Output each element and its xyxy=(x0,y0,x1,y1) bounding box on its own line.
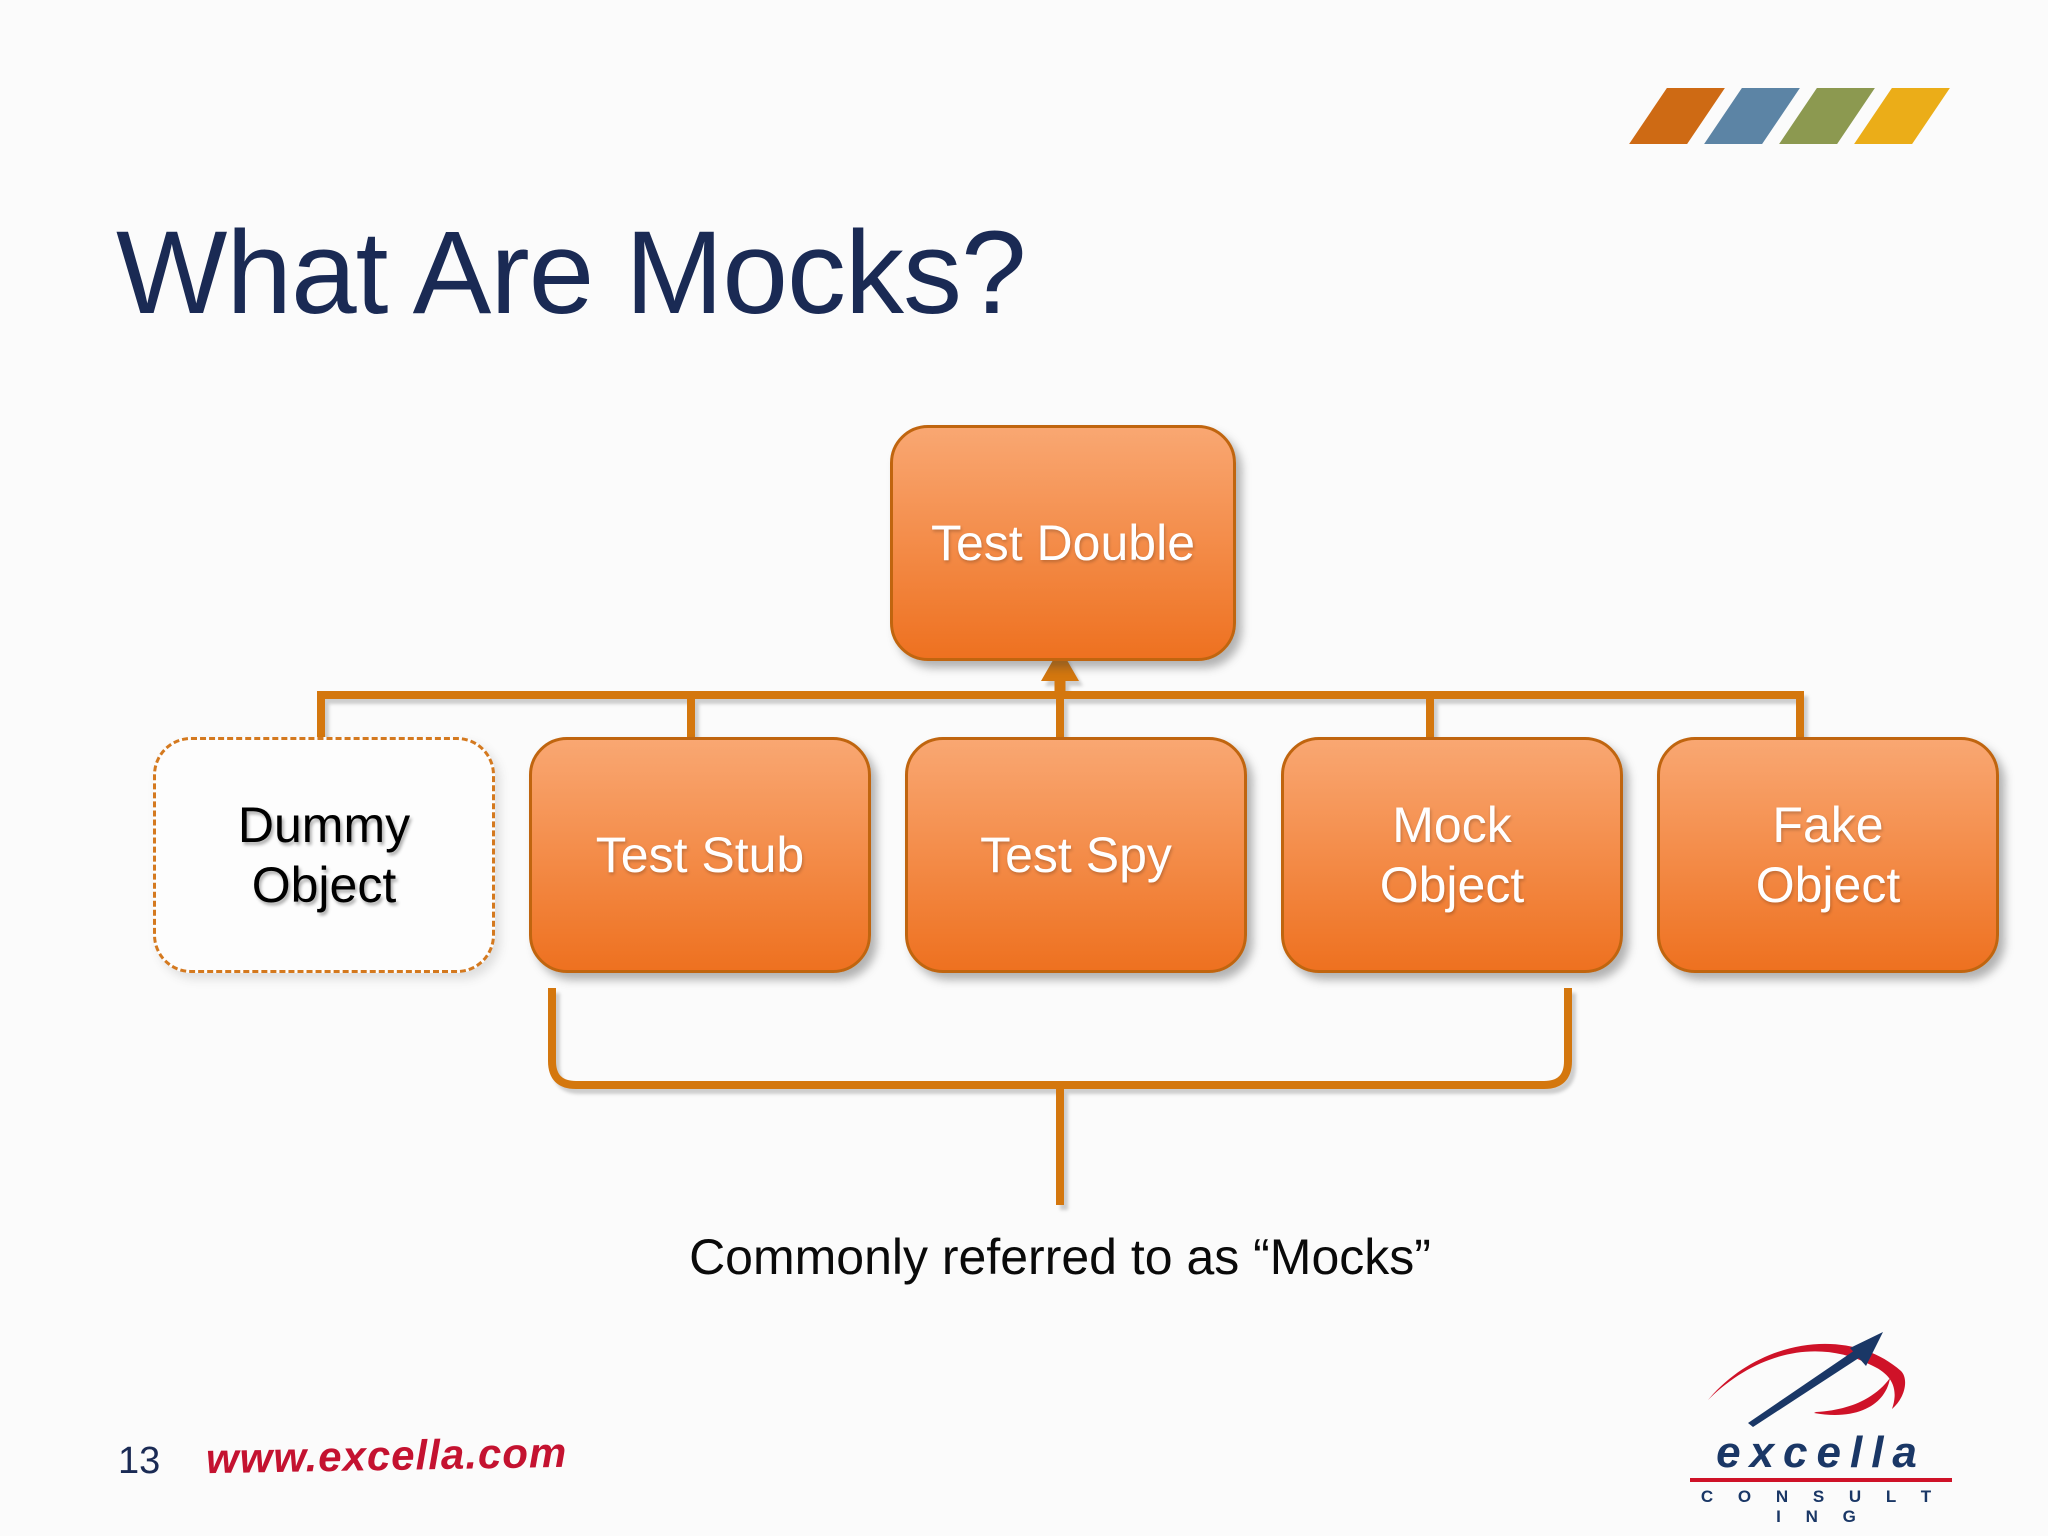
website-link[interactable]: www.excella.com xyxy=(205,1428,568,1483)
brand-stripes xyxy=(1629,88,1968,144)
node-label: Dummy Object xyxy=(237,797,411,913)
logo-wordmark: excella xyxy=(1716,1428,1926,1477)
page-number: 13 xyxy=(118,1440,161,1482)
logo-divider xyxy=(1690,1478,1952,1482)
node-test-double: Test Double xyxy=(890,425,1236,661)
node-label: Test Stub xyxy=(595,827,805,883)
excella-logo: excella C O N S U L T I N G xyxy=(1688,1326,1954,1527)
logo-subtext: C O N S U L T I N G xyxy=(1700,1487,1942,1526)
node-label: Fake Object xyxy=(1755,797,1901,913)
node-test-stub: Test Stub xyxy=(529,737,871,973)
page-title: What Are Mocks? xyxy=(116,207,1027,339)
node-dummy-object: Dummy Object xyxy=(153,737,495,973)
drop-lines xyxy=(687,695,1434,737)
node-mock-object: Mock Object xyxy=(1281,737,1623,973)
logo-swoosh-arrow xyxy=(1708,1332,1906,1427)
node-label: Test Spy xyxy=(980,827,1172,883)
bracket-caption: Commonly referred to as “Mocks” xyxy=(689,1229,1431,1285)
child-row: Dummy Object Test Stub Test Spy Mock Object… xyxy=(153,737,1999,973)
node-test-spy: Test Spy xyxy=(905,737,1247,973)
node-label: Test Double xyxy=(930,515,1196,571)
node-label: Mock Object xyxy=(1379,797,1525,913)
trunk-line xyxy=(317,691,1804,737)
bracket xyxy=(548,988,1572,1089)
node-fake-object: Fake Object xyxy=(1657,737,1999,973)
